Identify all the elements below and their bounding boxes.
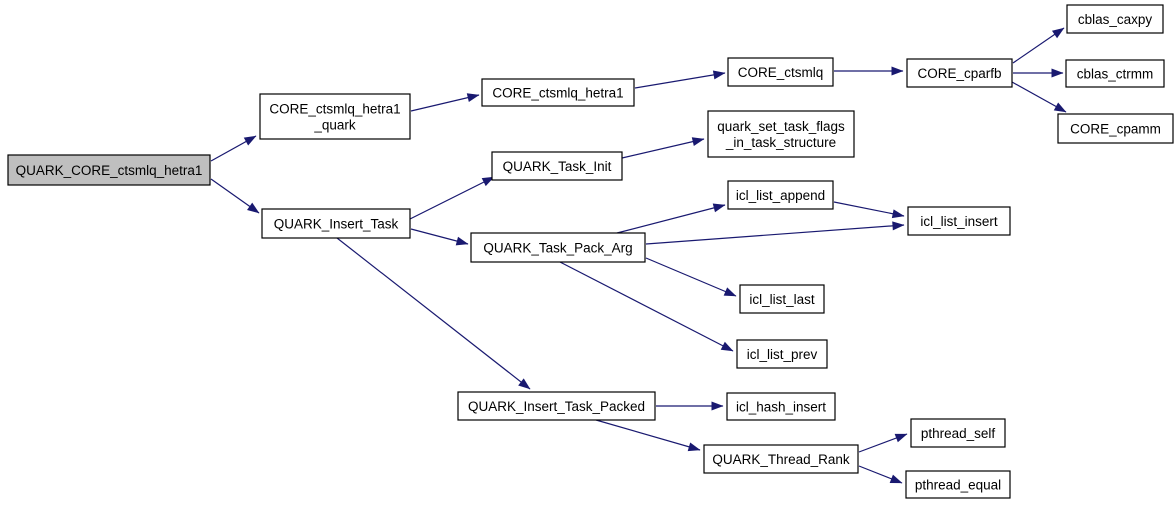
node-label-quark_set_task_flags_in_task_structure-line1: quark_set_task_flags bbox=[717, 119, 845, 134]
node-label-icl_list_append: icl_list_append bbox=[736, 188, 825, 203]
node-box-cblas_ctrmm[interactable] bbox=[1065, 59, 1165, 88]
node-pthread_equal[interactable]: pthread_equal bbox=[905, 470, 1011, 499]
node-label-core_ctsmlq_hetra1_quark-line1: CORE_ctsmlq_hetra1 bbox=[269, 102, 400, 117]
nodes-layer: QUARK_CORE_ctsmlq_hetra1 CORE_ctsmlq_hetr… bbox=[7, 4, 1174, 499]
node-box-icl_list_last[interactable] bbox=[739, 284, 825, 314]
node-icl_list_insert[interactable]: icl_list_insert bbox=[907, 206, 1011, 236]
node-icl_list_prev[interactable]: icl_list_prev bbox=[736, 339, 828, 369]
edge-quark_insert_task-to-quark_insert_task_packed bbox=[336, 237, 531, 390]
edge-quark_task_pack_arg-to-icl_list_last bbox=[645, 257, 737, 297]
node-label-core_cparfb: CORE_cparfb bbox=[917, 66, 1001, 81]
node-icl_list_append[interactable]: icl_list_append bbox=[727, 180, 834, 210]
edge-core_cparfb-to-core_cpamm bbox=[1011, 81, 1067, 113]
node-box-core_cparfb[interactable] bbox=[906, 58, 1013, 88]
node-box-quark_insert_task[interactable] bbox=[261, 208, 411, 239]
node-box-core_ctsmlq_hetra1[interactable] bbox=[481, 78, 635, 107]
node-box-icl_hash_insert[interactable] bbox=[726, 392, 836, 421]
node-pthread_self[interactable]: pthread_self bbox=[910, 418, 1006, 448]
node-label-core_ctsmlq_hetra1: CORE_ctsmlq_hetra1 bbox=[492, 86, 623, 101]
node-quark_task_init[interactable]: QUARK_Task_Init bbox=[491, 151, 623, 181]
node-box-quark_task_pack_arg[interactable] bbox=[470, 232, 646, 263]
edge-quark_core_ctsmlq_hetra1-to-core_ctsmlq_hetra1_quark bbox=[210, 135, 257, 162]
node-label-icl_list_insert: icl_list_insert bbox=[920, 214, 998, 229]
node-quark_task_pack_arg[interactable]: QUARK_Task_Pack_Arg bbox=[470, 232, 646, 263]
node-label-icl_list_prev: icl_list_prev bbox=[747, 347, 818, 362]
node-box-quark_task_init[interactable] bbox=[491, 151, 623, 181]
node-label-icl_hash_insert: icl_hash_insert bbox=[736, 400, 826, 415]
edge-quark_insert_task-to-quark_task_pack_arg bbox=[410, 228, 469, 246]
edge-quark_task_pack_arg-to-icl_list_insert bbox=[645, 221, 905, 245]
node-quark_insert_task[interactable]: QUARK_Insert_Task bbox=[261, 208, 411, 239]
node-label-cblas_caxpy: cblas_caxpy bbox=[1078, 12, 1153, 27]
node-label-core_cpamm: CORE_cpamm bbox=[1070, 122, 1161, 137]
edge-icl_list_append-to-icl_list_insert bbox=[833, 201, 905, 219]
node-label-quark_task_init: QUARK_Task_Init bbox=[503, 159, 612, 174]
edge-quark_insert_task_packed-to-quark_thread_rank bbox=[595, 419, 701, 452]
node-label-quark_core_ctsmlq_hetra1: QUARK_CORE_ctsmlq_hetra1 bbox=[16, 163, 203, 178]
node-quark_set_task_flags_in_task_structure[interactable]: quark_set_task_flags_in_task_structure bbox=[707, 110, 855, 158]
node-label-quark_set_task_flags_in_task_structure-line2: _in_task_structure bbox=[725, 135, 836, 150]
node-label-quark_insert_task_packed: QUARK_Insert_Task_Packed bbox=[468, 399, 645, 414]
node-label-quark_insert_task: QUARK_Insert_Task bbox=[274, 217, 399, 232]
node-icl_hash_insert[interactable]: icl_hash_insert bbox=[726, 392, 836, 421]
node-box-icl_list_insert[interactable] bbox=[907, 206, 1011, 236]
node-core_ctsmlq_hetra1_quark[interactable]: CORE_ctsmlq_hetra1_quark bbox=[259, 93, 411, 140]
node-label-core_ctsmlq_hetra1_quark-line2: _quark bbox=[313, 118, 356, 133]
edge-quark_thread_rank-to-pthread_equal bbox=[858, 465, 903, 484]
node-label-icl_list_last: icl_list_last bbox=[749, 292, 815, 307]
node-label-pthread_equal: pthread_equal bbox=[915, 478, 1001, 493]
node-box-quark_core_ctsmlq_hetra1 bbox=[7, 154, 211, 186]
node-box-core_ctsmlq[interactable] bbox=[727, 57, 834, 87]
edge-core_ctsmlq_hetra1_quark-to-core_ctsmlq_hetra1 bbox=[410, 93, 480, 112]
node-label-core_ctsmlq: CORE_ctsmlq bbox=[738, 65, 824, 80]
edge-quark_insert_task-to-quark_task_init bbox=[409, 176, 495, 220]
node-box-icl_list_prev[interactable] bbox=[736, 339, 828, 369]
node-box-quark_set_task_flags_in_task_structure[interactable] bbox=[707, 110, 855, 158]
node-quark_insert_task_packed[interactable]: QUARK_Insert_Task_Packed bbox=[457, 391, 656, 421]
edge-quark_core_ctsmlq_hetra1-to-quark_insert_task bbox=[210, 178, 260, 214]
node-label-quark_task_pack_arg: QUARK_Task_Pack_Arg bbox=[483, 241, 632, 256]
node-box-core_ctsmlq_hetra1_quark[interactable] bbox=[259, 93, 411, 140]
node-box-quark_insert_task_packed[interactable] bbox=[457, 391, 656, 421]
node-core_cpamm[interactable]: CORE_cpamm bbox=[1057, 113, 1174, 144]
edges-layer bbox=[210, 27, 1067, 484]
node-box-cblas_caxpy[interactable] bbox=[1066, 4, 1164, 34]
edge-quark_task_init-to-quark_set_task_flags_in_task_structure bbox=[621, 137, 705, 159]
node-label-cblas_ctrmm: cblas_ctrmm bbox=[1077, 67, 1154, 82]
node-label-pthread_self: pthread_self bbox=[921, 426, 996, 441]
edge-core_ctsmlq_hetra1-to-core_ctsmlq bbox=[634, 70, 726, 89]
node-core_ctsmlq_hetra1[interactable]: CORE_ctsmlq_hetra1 bbox=[481, 78, 635, 107]
edge-core_cparfb-to-cblas_caxpy bbox=[1012, 27, 1065, 64]
node-box-quark_thread_rank[interactable] bbox=[703, 444, 859, 474]
node-box-core_cpamm[interactable] bbox=[1057, 113, 1174, 144]
node-core_ctsmlq[interactable]: CORE_ctsmlq bbox=[727, 57, 834, 87]
node-icl_list_last[interactable]: icl_list_last bbox=[739, 284, 825, 314]
node-box-icl_list_append[interactable] bbox=[727, 180, 834, 210]
edge-quark_thread_rank-to-pthread_self bbox=[858, 433, 908, 453]
edge-quark_task_pack_arg-to-icl_list_append bbox=[616, 203, 726, 234]
node-box-pthread_self[interactable] bbox=[910, 418, 1006, 448]
node-cblas_ctrmm[interactable]: cblas_ctrmm bbox=[1065, 59, 1165, 88]
node-label-quark_thread_rank: QUARK_Thread_Rank bbox=[712, 452, 850, 467]
node-quark_core_ctsmlq_hetra1: QUARK_CORE_ctsmlq_hetra1 bbox=[7, 154, 211, 186]
edge-quark_task_pack_arg-to-icl_list_prev bbox=[559, 261, 734, 352]
node-core_cparfb[interactable]: CORE_cparfb bbox=[906, 58, 1013, 88]
node-box-pthread_equal[interactable] bbox=[905, 470, 1011, 499]
node-cblas_caxpy[interactable]: cblas_caxpy bbox=[1066, 4, 1164, 34]
node-quark_thread_rank[interactable]: QUARK_Thread_Rank bbox=[703, 444, 859, 474]
